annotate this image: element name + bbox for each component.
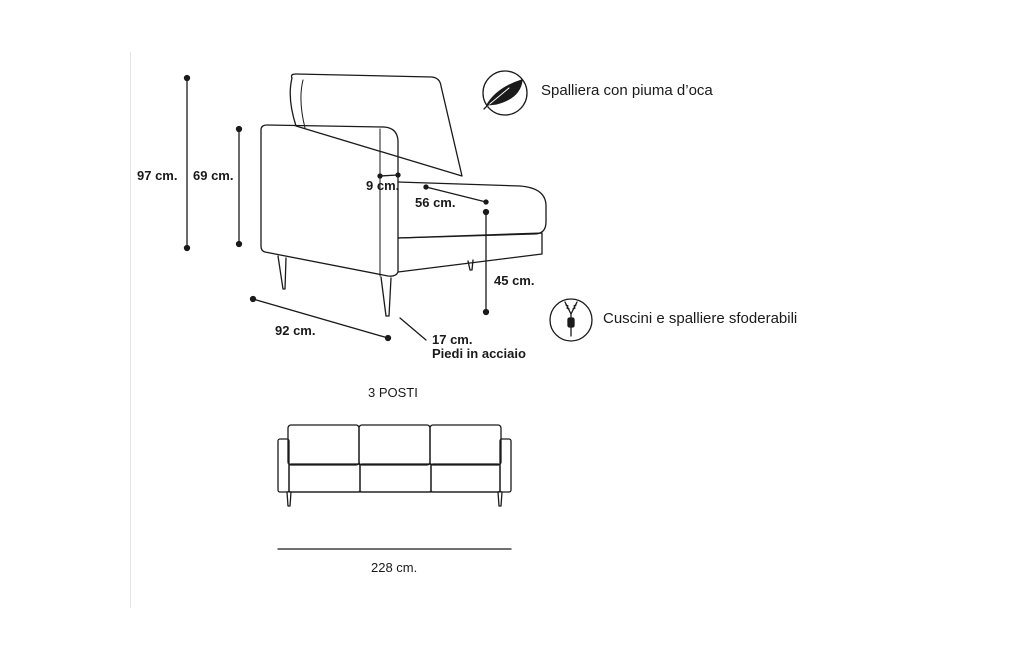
- leg-front: [380, 276, 392, 317]
- feature-zipper-label: Cuscini e spalliere sfoderabili: [603, 310, 798, 327]
- seat-cushion-2: [359, 463, 432, 493]
- backrest-inner-line: [300, 79, 306, 129]
- backrest-shape: [289, 73, 463, 177]
- seat-cushion-shape: [397, 181, 547, 239]
- feather-icon: [482, 70, 528, 116]
- dim-228-label: 228 cm.: [371, 560, 418, 575]
- seat-cushion-1: [288, 463, 361, 493]
- front-leg-left: [286, 491, 292, 507]
- left-divider: [130, 52, 131, 608]
- dim-9-label: 9 cm.: [366, 178, 400, 193]
- dim-56-label: 56 cm.: [415, 195, 456, 210]
- sofa-type-label: 3 POSTI: [368, 385, 418, 400]
- front-leg-right: [497, 491, 503, 507]
- dim-69-label: 69 cm.: [193, 168, 234, 183]
- dim-45-label: 45 cm.: [494, 273, 535, 288]
- seat-cushion-3: [430, 463, 501, 493]
- dim-56-line: [425, 186, 487, 203]
- dim-92-label: 92 cm.: [275, 323, 316, 338]
- dim-17-leader: [399, 317, 427, 341]
- back-cushion-3: [429, 424, 502, 466]
- dimension-lines: [183, 74, 490, 342]
- back-cushion-1: [287, 424, 360, 466]
- leg-back: [277, 255, 287, 290]
- back-cushion-2: [358, 424, 431, 466]
- dim-97-label: 97 cm.: [137, 168, 178, 183]
- feature-feather-label: Spalliera con piuma d’oca: [541, 82, 713, 99]
- zipper-icon: [549, 298, 593, 342]
- leg-right: [467, 259, 474, 271]
- dim-17-label: 17 cm.: [432, 332, 473, 347]
- base-shape: [397, 232, 543, 273]
- dim-9-line: [379, 174, 399, 177]
- dim-92-line: [252, 298, 389, 339]
- armrest-front-face: [260, 124, 399, 277]
- leg-material-label: Piedi in acciaio: [432, 346, 526, 361]
- front-view-sofa: [277, 424, 512, 550]
